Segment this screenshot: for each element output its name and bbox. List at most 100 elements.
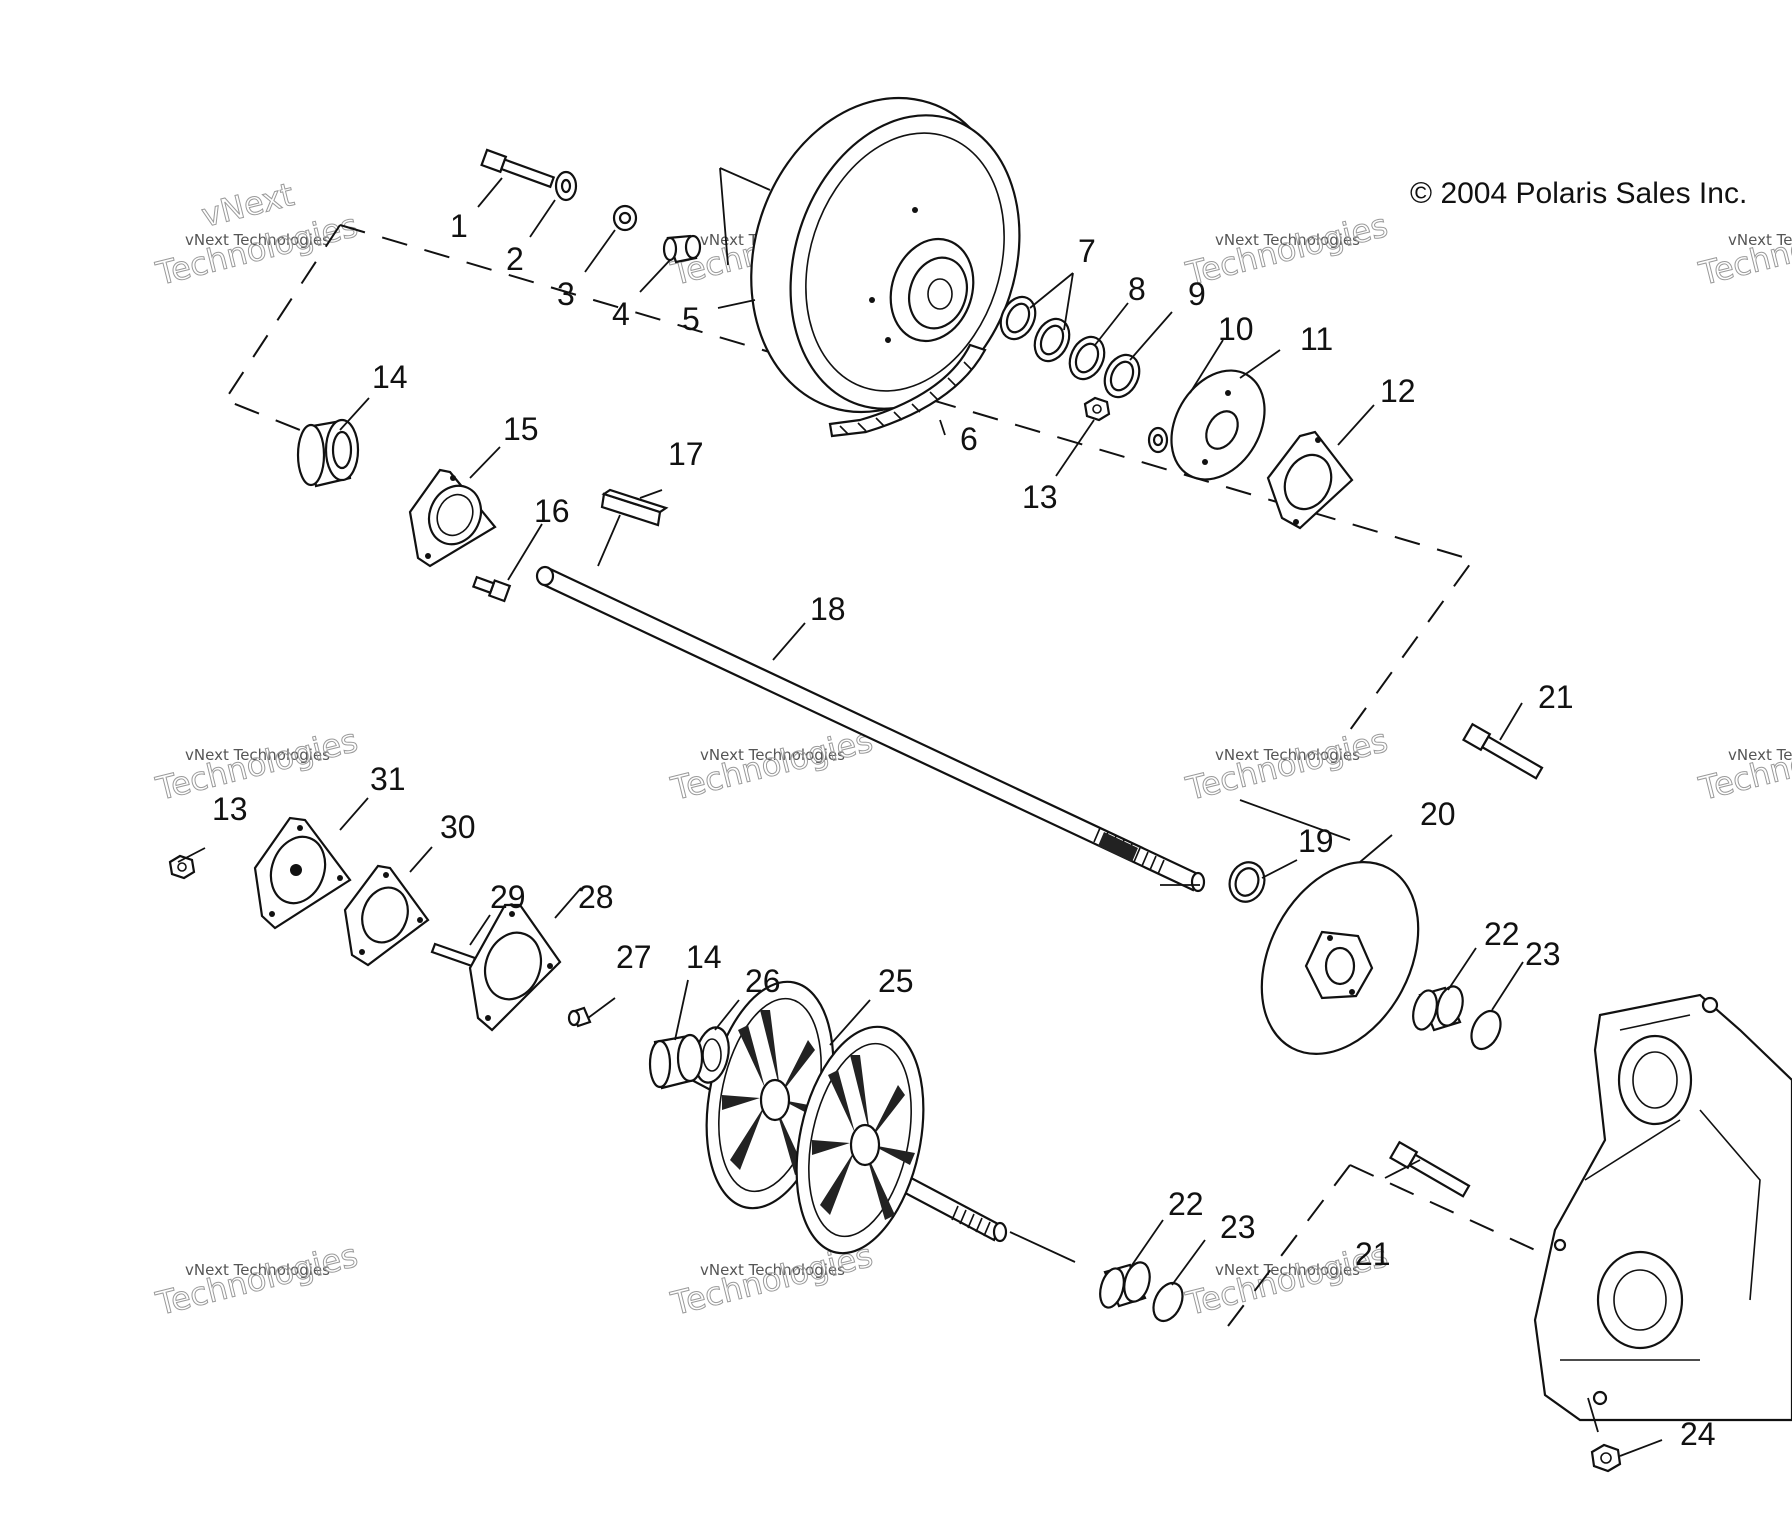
part-14-bearing [648, 1033, 704, 1090]
callout-20: 20 [1420, 796, 1456, 832]
svg-text:Technologies: Technologies [1182, 721, 1392, 808]
part-31-bearing-cup-plate [253, 816, 352, 930]
part-9-ring [1103, 353, 1141, 399]
part-5-sprocket [750, 96, 1021, 414]
callout-10: 10 [1218, 311, 1254, 347]
callout-3: 3 [557, 276, 575, 312]
callout-14b: 14 [686, 939, 722, 975]
part-8-ring [1068, 335, 1106, 381]
svg-text:vNext Technologies: vNext Technologies [700, 746, 845, 764]
callout-5: 5 [682, 301, 700, 337]
part-10-washer [1147, 426, 1169, 454]
watermark: vNext Technologies Technologies [1181, 721, 1392, 809]
callout-2: 2 [506, 241, 524, 277]
part-23-seal [1470, 1009, 1502, 1051]
part-22-bearing [1412, 985, 1464, 1032]
svg-text:vNext Technologies: vNext Technologies [185, 746, 330, 764]
svg-text:Technologies: Technologies [152, 721, 362, 808]
part-2-washer [554, 170, 578, 202]
part-18-drive-shaft [535, 565, 1206, 893]
svg-text:Technologies: Technologies [152, 1236, 362, 1323]
callout-21: 21 [1538, 679, 1574, 715]
callout-26: 26 [745, 963, 781, 999]
watermark: vNext Technologies Technologies [1694, 206, 1792, 294]
callout-27: 27 [616, 939, 652, 975]
part-19-ring [1228, 861, 1266, 903]
callout-14: 14 [372, 359, 408, 395]
part-14-bearing [296, 418, 360, 488]
part-25-track-drive-shaft [652, 980, 1008, 1255]
callout-18: 18 [810, 591, 846, 627]
svg-text:Technologies: Technologies [1695, 721, 1792, 808]
part-24-nut [1590, 1443, 1622, 1473]
callout-4: 4 [612, 296, 630, 332]
part-1-bolt [480, 148, 556, 189]
svg-text:vNext Technologies: vNext Technologies [1215, 1261, 1360, 1279]
svg-text:vNext Technologies: vNext Technologies [1728, 231, 1792, 249]
part-17-key [600, 488, 669, 527]
chaincase-housing [1533, 993, 1792, 1422]
svg-text:vNext Technologies: vNext Technologies [1215, 746, 1360, 764]
svg-text:Technologies: Technologies [667, 721, 877, 808]
part-28-bearing-flange [468, 903, 562, 1032]
svg-text:vNext Technologies: vNext Technologies [185, 1261, 330, 1279]
leader-lines [177, 167, 1663, 1457]
svg-text:Technologies: Technologies [1695, 206, 1792, 293]
callout-1: 1 [450, 208, 468, 244]
callout-11: 11 [1300, 321, 1333, 357]
callouts: 1 2 3 4 5 6 7 8 9 10 11 12 13 14 15 16 1… [212, 208, 1716, 1452]
callout-22: 22 [1484, 916, 1520, 952]
callout-31: 31 [370, 761, 406, 797]
part-21-bolt [1388, 1140, 1471, 1198]
part-30-gasket [343, 864, 430, 967]
part-13-nut [168, 854, 196, 880]
callout-13b: 13 [212, 791, 248, 827]
part-20-brake-disc [1260, 861, 1420, 1055]
callout-17: 17 [668, 436, 704, 472]
part-22-bearing [1099, 1261, 1151, 1309]
watermark: vNext vNext Technologies Technologies [151, 175, 362, 294]
part-12-bearing-flange [1266, 430, 1354, 530]
copyright-notice: © 2004 Polaris Sales Inc. [1410, 177, 1747, 210]
part-15-bearing-flange [408, 468, 497, 568]
callout-30: 30 [440, 809, 476, 845]
watermark: vNext Technologies Technologies [151, 721, 362, 809]
part-21-bolt [1461, 722, 1544, 780]
callout-21b: 21 [1355, 1236, 1391, 1272]
part-29-spring-pin [430, 942, 477, 968]
callout-6: 6 [960, 421, 978, 457]
callout-15: 15 [503, 411, 539, 447]
part-16-bolt [471, 575, 512, 603]
assembly-outline-upper [223, 224, 1475, 731]
callout-19: 19 [1298, 823, 1334, 859]
callout-29: 29 [490, 879, 526, 915]
callout-16: 16 [534, 493, 570, 529]
part-4-bushing [662, 234, 702, 264]
callout-7: 7 [1078, 233, 1096, 269]
watermark: vNext Technologies Technologies [666, 721, 877, 809]
watermark: vNext Technologies Technologies [1181, 206, 1392, 294]
callout-12: 12 [1380, 373, 1416, 409]
watermark: vNext Technologies Technologies [151, 1236, 362, 1324]
svg-text:vNext Technologies: vNext Technologies [700, 1261, 845, 1279]
part-23-seal [1152, 1281, 1184, 1323]
part-7-oring-pair [999, 295, 1071, 363]
callout-9: 9 [1188, 276, 1206, 312]
watermark: vNext Technologies Technologies [1694, 721, 1792, 809]
callout-22b: 22 [1168, 1186, 1204, 1222]
callout-23b: 23 [1220, 1209, 1256, 1245]
svg-text:vNext Technologies: vNext Technologies [1215, 231, 1360, 249]
part-11-flange-plate [1170, 369, 1266, 481]
part-13-nut [1083, 396, 1111, 422]
callout-23: 23 [1525, 936, 1561, 972]
callout-8: 8 [1128, 271, 1146, 307]
callout-13: 13 [1022, 479, 1058, 515]
assembly-outline-lower [1224, 1164, 1536, 1331]
part-3-washer [612, 204, 638, 232]
svg-text:vNext Technologies: vNext Technologies [1728, 746, 1792, 764]
part-6-chain [828, 343, 987, 438]
svg-text:vNext Technologies: vNext Technologies [185, 231, 330, 249]
svg-text:Technologies: Technologies [1182, 206, 1392, 293]
callout-24: 24 [1680, 1416, 1716, 1452]
